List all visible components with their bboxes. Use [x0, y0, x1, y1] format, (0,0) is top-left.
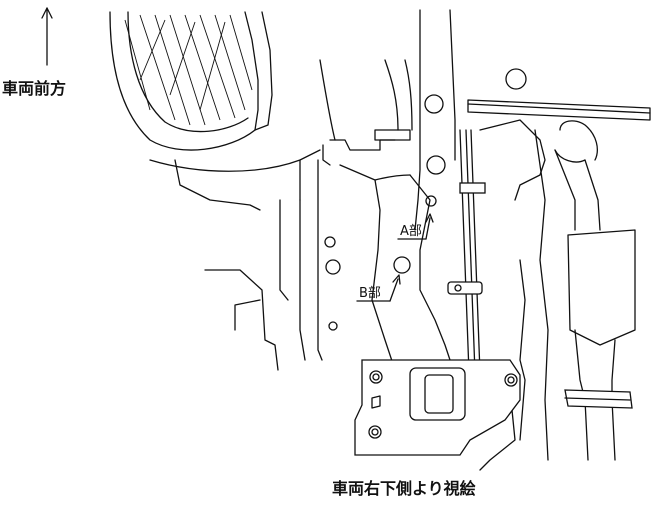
part-a-label: A部	[400, 224, 422, 239]
up-arrow-icon	[41, 7, 53, 66]
tire-drawing	[109, 11, 273, 151]
part-a-callout: A部	[397, 213, 434, 240]
part-b-label: B部	[359, 286, 381, 301]
view-caption: 車両右下側より視絵	[332, 479, 476, 498]
part-b-callout: B部	[356, 274, 401, 302]
vehicle-front-label: 車両前方	[2, 79, 67, 98]
